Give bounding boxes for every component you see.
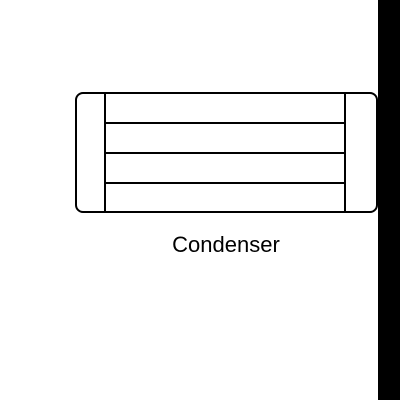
edge-bar [378,0,400,400]
condenser-label: Condenser [172,232,280,257]
